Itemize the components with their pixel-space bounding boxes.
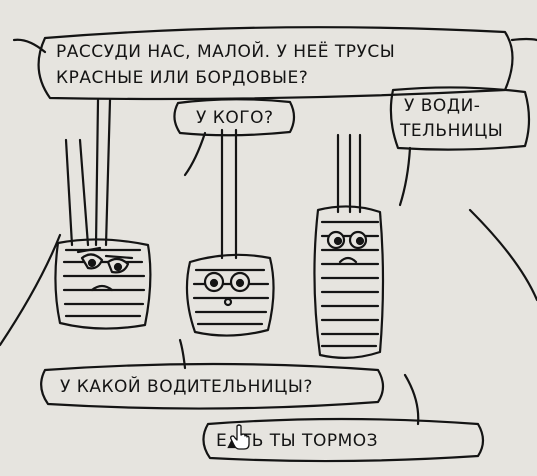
gas-pedal [313,133,385,359]
right-bubble-line-1: У ВОДИ- [404,96,481,116]
hand-pointer-icon [230,424,250,450]
top-bubble-line-1: РАССУДИ НАС, МАЛОЙ. У НЕЁ ТРУСЫ [56,42,396,62]
right-bubble-line-2: ТЕЛЬНИЦЫ [400,121,504,141]
floor-line [0,208,537,347]
clutch-pedal [54,98,152,330]
bottom-right-speech-bubble [202,417,485,463]
bottom-left-bubble-text: У КАКОЙ ВОДИТЕЛЬНИЦЫ? [60,377,313,397]
bottom-right-bubble-text: Е▲ТЬ ТЫ ТОРМОЗ [216,431,379,451]
right-speech-bubble [389,86,531,151]
bottom-left-speech-bubble [40,362,385,410]
middle-speech-bubble [173,98,296,137]
brake-pedal [185,128,275,337]
top-bubble-line-2: КРАСНЫЕ ИЛИ БОРДОВЫЕ? [56,68,309,88]
middle-bubble-text: У КОГО? [196,108,274,128]
